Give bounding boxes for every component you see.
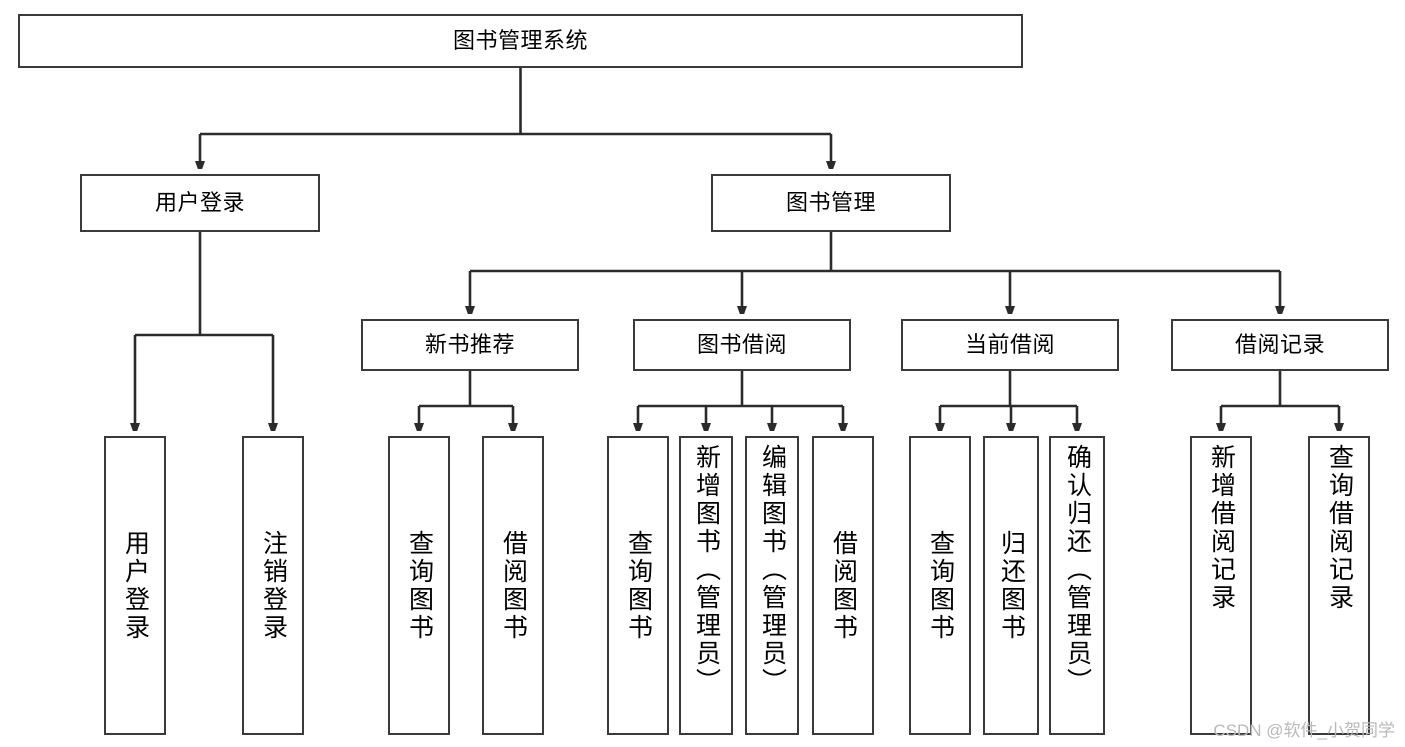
node-label: 注销登录	[259, 529, 288, 642]
node-root: 图书管理系统	[18, 14, 1023, 68]
node-label: 新增图书（管理员）	[692, 444, 721, 696]
node-label: 归还图书	[997, 529, 1026, 642]
node-leaf-add-book: 新增图书（管理员）	[679, 436, 733, 735]
node-label: 当前借阅	[964, 332, 1055, 358]
node-label: 新书推荐	[424, 332, 515, 358]
node-borrow-record: 借阅记录	[1171, 319, 1389, 371]
node-current-borrow: 当前借阅	[901, 319, 1119, 371]
node-leaf-query-book-1: 查询图书	[388, 436, 450, 735]
node-label: 图书管理	[785, 190, 876, 216]
node-leaf-borrow-book-1: 借阅图书	[482, 436, 544, 735]
node-leaf-query-record: 查询借阅记录	[1308, 436, 1370, 735]
node-label: 新增借阅记录	[1207, 444, 1236, 612]
node-leaf-add-record: 新增借阅记录	[1190, 436, 1252, 735]
node-book-manage: 图书管理	[711, 174, 951, 232]
node-label: 查询借阅记录	[1325, 444, 1354, 612]
node-leaf-edit-book: 编辑图书（管理员）	[745, 436, 799, 735]
node-label: 借阅记录	[1234, 332, 1325, 358]
node-label: 查询图书	[624, 529, 653, 642]
node-new-book-rec: 新书推荐	[361, 319, 579, 371]
node-leaf-user-login: 用户登录	[104, 436, 166, 735]
node-label: 编辑图书（管理员）	[758, 444, 787, 696]
node-label: 借阅图书	[499, 529, 528, 642]
watermark-label: CSDN @软件_小贺同学	[1213, 721, 1395, 740]
node-label: 用户登录	[121, 529, 150, 642]
node-book-borrow: 图书借阅	[633, 319, 851, 371]
node-leaf-query-book-2: 查询图书	[607, 436, 669, 735]
node-leaf-user-logout: 注销登录	[242, 436, 304, 735]
node-label: 查询图书	[926, 529, 955, 642]
node-leaf-borrow-book-2: 借阅图书	[812, 436, 874, 735]
node-label: 图书借阅	[696, 332, 787, 358]
node-label: 查询图书	[405, 529, 434, 642]
node-label: 确认归还（管理员）	[1063, 444, 1092, 696]
node-label: 用户登录	[154, 190, 245, 216]
node-leaf-return-book: 归还图书	[983, 436, 1039, 735]
node-label: 借阅图书	[829, 529, 858, 642]
node-user-login: 用户登录	[80, 174, 320, 232]
node-leaf-query-book-3: 查询图书	[909, 436, 971, 735]
node-leaf-confirm-return: 确认归还（管理员）	[1049, 436, 1105, 735]
node-label: 图书管理系统	[452, 28, 588, 54]
